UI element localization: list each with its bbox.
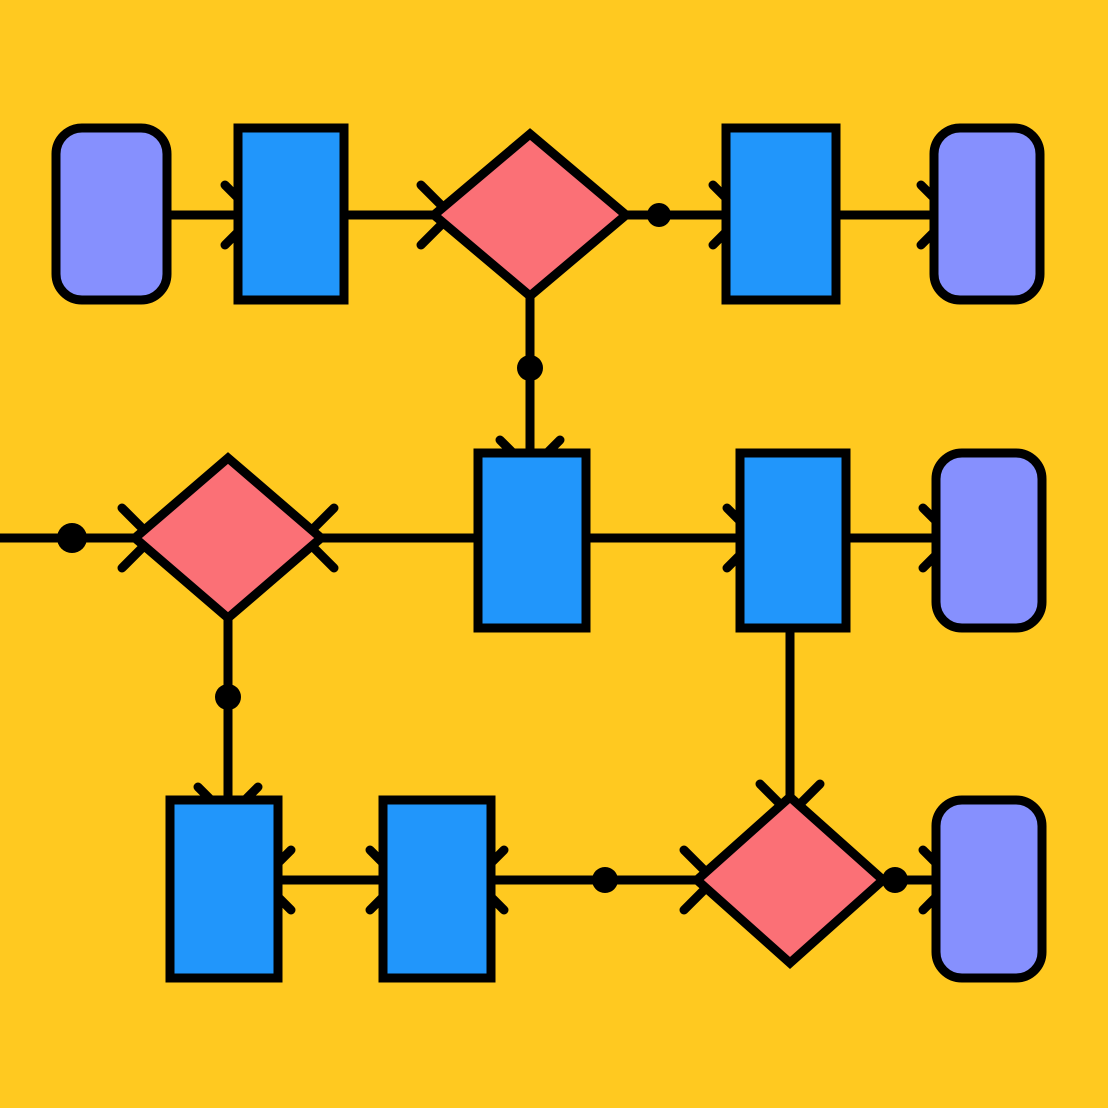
node-n2-process[interactable] [233,123,349,305]
node-n9-terminator[interactable] [931,448,1047,633]
node-n3-decision[interactable] [427,128,633,302]
junction-dot-e10 [215,684,241,710]
junction-dot-e14 [882,867,908,893]
node-n11-process[interactable] [378,795,496,983]
node-n6-decision[interactable] [128,452,328,624]
node-n13-terminator[interactable] [931,795,1047,983]
node-n1-terminator[interactable] [51,123,172,305]
node-layer [51,123,1047,983]
junction-dot-e5 [517,355,543,381]
node-n10-process[interactable] [165,795,283,983]
node-n12-decision[interactable] [690,790,890,970]
junction-dot-e6 [57,523,87,553]
node-n7-process[interactable] [473,448,591,633]
junction-dot-layer [57,203,908,893]
junction-dot-e3 [647,203,671,227]
node-n5-terminator[interactable] [929,123,1045,305]
node-n8-process[interactable] [735,448,851,633]
junction-dot-e13 [592,867,618,893]
node-n4-process[interactable] [721,123,841,305]
